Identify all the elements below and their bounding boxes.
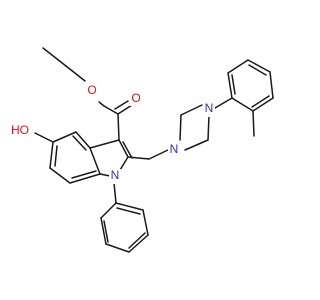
bond bbox=[52, 131, 77, 143]
bond bbox=[98, 101, 105, 107]
bond bbox=[127, 156, 150, 160]
bond bbox=[75, 131, 91, 149]
atom-label-hydroxyl: HO bbox=[11, 123, 29, 137]
bond bbox=[49, 141, 54, 169]
bond bbox=[231, 97, 254, 112]
bond bbox=[252, 97, 274, 112]
bond bbox=[100, 202, 117, 219]
bond bbox=[115, 202, 144, 211]
bond bbox=[54, 145, 58, 167]
bond bbox=[69, 173, 101, 184]
molecule-canvas: O O HO N N N bbox=[6, 47, 274, 253]
atom-label-n-piperazine-lower: N bbox=[170, 142, 179, 156]
bonds bbox=[34, 47, 274, 253]
bond bbox=[100, 217, 107, 245]
structure-diagram: O O HO N N N bbox=[6, 47, 274, 253]
bond bbox=[269, 71, 274, 99]
bond bbox=[117, 104, 133, 115]
bond bbox=[184, 139, 209, 151]
bond bbox=[89, 147, 101, 175]
bond bbox=[252, 110, 255, 137]
bond bbox=[105, 243, 130, 253]
hydroxyl-group: HO bbox=[6, 123, 33, 139]
indole-nitrogen: N bbox=[109, 168, 121, 184]
bond bbox=[248, 64, 267, 76]
bond bbox=[227, 59, 249, 74]
bond bbox=[142, 209, 149, 236]
bond bbox=[72, 135, 87, 151]
bond bbox=[103, 220, 109, 243]
bond bbox=[251, 95, 270, 108]
bond bbox=[34, 132, 54, 143]
bond bbox=[71, 170, 97, 179]
bond bbox=[65, 65, 86, 82]
bond bbox=[207, 114, 210, 141]
bond bbox=[214, 97, 233, 109]
bond bbox=[247, 59, 271, 73]
atom-label-n-piperazine-upper: N bbox=[205, 101, 214, 115]
carbonyl-oxygen: O bbox=[130, 91, 143, 106]
atom-labels: O O HO N N N bbox=[6, 83, 215, 184]
atom-label-n-indole: N bbox=[111, 168, 120, 182]
bond bbox=[227, 72, 233, 99]
atom-label-o-ester: O bbox=[87, 83, 96, 97]
bond bbox=[128, 232, 146, 249]
bond bbox=[89, 139, 120, 149]
bond bbox=[119, 156, 129, 171]
piperazine-nitrogen-lower: N bbox=[168, 142, 180, 158]
bond bbox=[122, 141, 133, 159]
piperazine-nitrogen-upper: N bbox=[203, 101, 215, 117]
bond bbox=[103, 105, 119, 115]
bond bbox=[180, 104, 203, 116]
bond bbox=[114, 100, 129, 110]
bond bbox=[148, 149, 169, 160]
bond bbox=[117, 113, 120, 141]
bond bbox=[99, 173, 111, 177]
bond bbox=[179, 114, 182, 141]
bond bbox=[231, 74, 236, 95]
bond bbox=[49, 167, 71, 184]
ester-oxygen: O bbox=[85, 83, 98, 99]
atom-label-o-carbonyl: O bbox=[131, 91, 140, 105]
bond bbox=[42, 47, 67, 67]
bond bbox=[128, 234, 149, 253]
bond bbox=[118, 139, 129, 158]
bond bbox=[116, 207, 141, 215]
bond bbox=[113, 182, 117, 204]
